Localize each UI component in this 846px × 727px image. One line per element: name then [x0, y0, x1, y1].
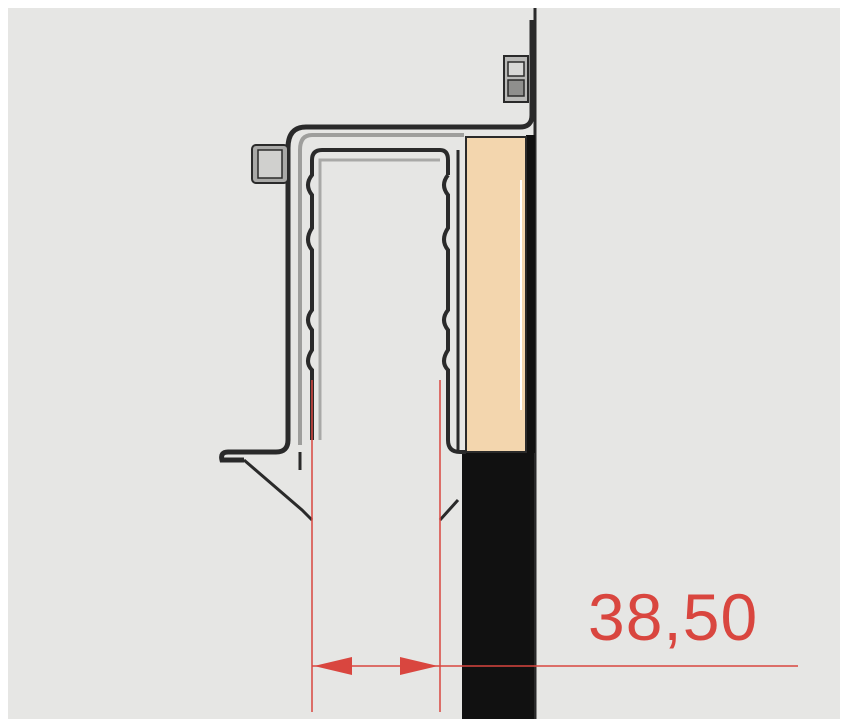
black-panel [462, 452, 534, 719]
arrow-right-icon [400, 657, 438, 675]
arrow-left-icon [314, 657, 352, 675]
wall-bolt [503, 55, 529, 103]
bracket-left-outer [219, 148, 291, 463]
inner-profile-left [306, 148, 450, 440]
bracket-top-inner [298, 133, 464, 151]
lip-right [438, 498, 460, 522]
panel-edge [526, 135, 535, 453]
inner-profile-right [442, 173, 466, 454]
lip-left [243, 458, 314, 522]
dimension-value: 38,50 [588, 580, 758, 654]
bracket-top-outer [285, 20, 535, 149]
inner-profile-shadow [318, 158, 440, 440]
wood-board [465, 136, 527, 453]
side-bolt [251, 144, 289, 184]
